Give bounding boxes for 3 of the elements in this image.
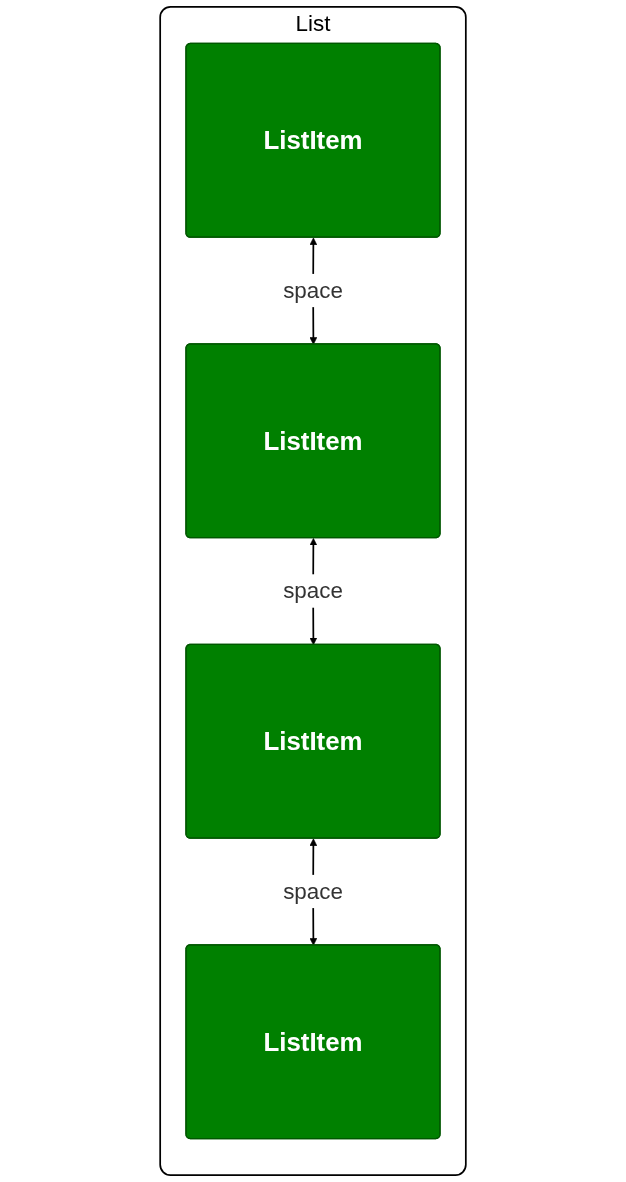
edge-label: space bbox=[283, 577, 343, 604]
edge-label: space bbox=[283, 878, 343, 904]
edge-label: space bbox=[283, 277, 343, 304]
